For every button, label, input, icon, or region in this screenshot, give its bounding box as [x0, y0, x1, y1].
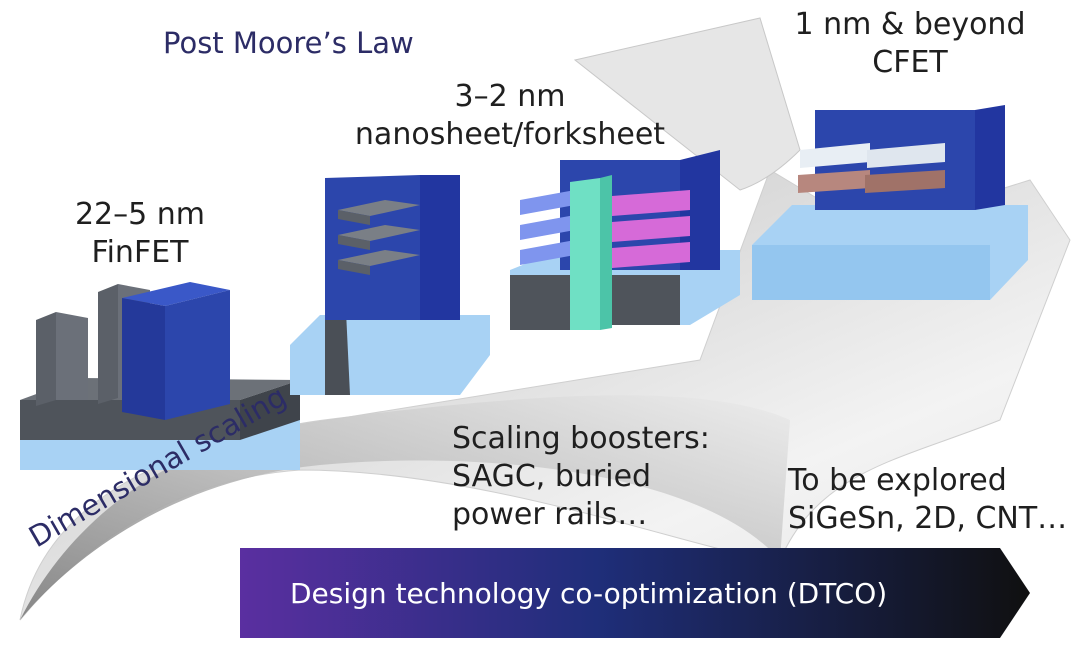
nanosheet-node-size: 3–2 nm — [454, 79, 566, 114]
to-be-explored-line2: SiGeSn, 2D, CNT… — [788, 501, 1068, 536]
finfet-node-type: FinFET — [91, 235, 189, 270]
finfet-device-icon — [20, 282, 300, 470]
scaling-boosters-line3: power rails… — [452, 497, 648, 532]
to-be-explored-line1: To be explored — [788, 463, 1007, 498]
cfet-node-size: 1 nm & beyond — [794, 7, 1026, 42]
dtco-banner-text: Design technology co-optimization (DTCO) — [290, 577, 888, 610]
cfet-node-label: 1 nm & beyond CFET — [770, 6, 1050, 82]
post-moore-title: Post Moore’s Law — [163, 26, 414, 60]
arrowhead-sweep — [573, 17, 801, 191]
nanosheet-device-icon — [290, 175, 490, 395]
finfet-node-size: 22–5 nm — [74, 197, 206, 232]
nanosheet-node-type: nanosheet/forksheet — [354, 117, 666, 152]
nanosheet-node-label: 3–2 nm nanosheet/forksheet — [330, 78, 690, 154]
scaling-boosters-line1: Scaling boosters: — [452, 421, 710, 456]
finfet-node-label: 22–5 nm FinFET — [40, 196, 240, 272]
scaling-boosters-note: Scaling boosters: SAGC, buried power rai… — [452, 420, 710, 534]
forksheet-device-icon — [510, 150, 740, 330]
cfet-node-type: CFET — [872, 45, 948, 80]
scaling-boosters-line2: SAGC, buried — [452, 459, 652, 494]
cfet-device-icon — [752, 105, 1028, 300]
dtco-banner-shape — [240, 548, 1030, 638]
to-be-explored-note: To be explored SiGeSn, 2D, CNT… — [788, 462, 1067, 538]
